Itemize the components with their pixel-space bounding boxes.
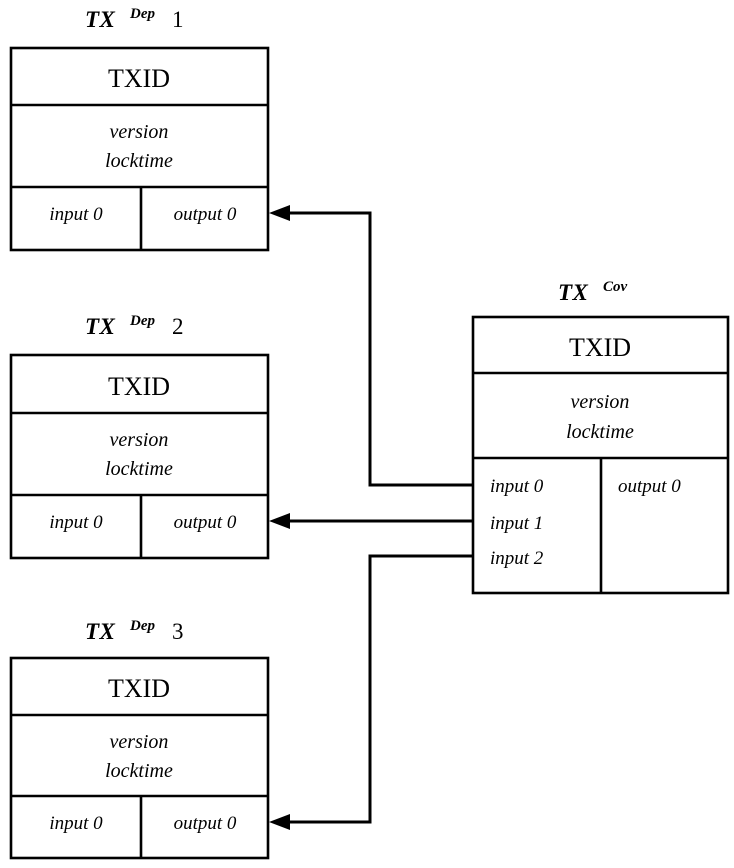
arrowhead-dep2 — [269, 513, 290, 529]
tx-dep-3-title-superscript: Dep — [129, 618, 155, 634]
tx-dep-2-version-label: version — [110, 429, 169, 451]
tx-cov-input-2-label: input 2 — [490, 548, 544, 569]
tx-cov-input-0-label: input 0 — [490, 476, 544, 497]
connector-path-3 — [282, 554, 473, 824]
tx-cov-version-label: version — [571, 391, 630, 413]
connector-cov-input2-to-dep3-output0 — [269, 554, 473, 830]
tx-dep-3-version-label: version — [110, 731, 169, 753]
tx-dep-2-title-base: TX — [85, 314, 116, 339]
tx-dep-1-locktime-label: locktime — [105, 150, 173, 172]
tx-dep-2-title-index: 2 — [172, 314, 184, 339]
connector-cov-input1-to-dep2-output0 — [269, 513, 473, 529]
tx-dep-2-group: TX Dep 2 TXID version locktime input 0 o… — [9, 313, 270, 560]
tx-dep-1-input-0-label: input 0 — [49, 204, 103, 225]
tx-dep-1-title-superscript: Dep — [129, 6, 155, 22]
tx-dep-3-input-0-label: input 0 — [49, 813, 103, 834]
tx-cov-title-base: TX — [558, 280, 589, 305]
connector-cov-input0-to-dep1-output0 — [269, 205, 473, 487]
tx-dep-2-input-0-label: input 0 — [49, 512, 103, 533]
tx-dep-3-locktime-label: locktime — [105, 760, 173, 782]
tx-dep-3-title-base: TX — [85, 619, 116, 644]
tx-dep-2-locktime-label: locktime — [105, 458, 173, 480]
tx-cov-txid-label: TXID — [569, 333, 631, 362]
tx-dep-1-version-label: version — [110, 121, 169, 143]
tx-cov-locktime-label: locktime — [566, 421, 634, 443]
tx-dep-2-output-0-label: output 0 — [174, 512, 237, 533]
tx-dep-1-output-0-label: output 0 — [174, 204, 237, 225]
tx-dep-1-title-index: 1 — [172, 7, 184, 32]
tx-dep-1-title-base: TX — [85, 7, 116, 32]
tx-dep-3-txid-label: TXID — [108, 674, 170, 703]
tx-cov-title-superscript: Cov — [603, 279, 628, 295]
tx-dep-3-title-index: 3 — [172, 619, 184, 644]
arrowhead-dep3 — [269, 814, 290, 830]
tx-dep-1-txid-label: TXID — [108, 64, 170, 93]
tx-cov-input-1-label: input 1 — [490, 513, 543, 534]
tx-dep-2-txid-label: TXID — [108, 372, 170, 401]
tx-dep-1-group: TX Dep 1 TXID version locktime input 0 o… — [9, 6, 270, 252]
connector-path-1 — [282, 211, 473, 487]
tx-cov-output-0-label: output 0 — [618, 476, 681, 497]
tx-cov-group: TX Cov TXID version locktime input 0 inp… — [471, 279, 730, 595]
arrowhead-dep1 — [269, 205, 290, 221]
tx-dep-3-output-0-label: output 0 — [174, 813, 237, 834]
tx-dep-3-box — [9, 656, 270, 860]
tx-dep-3-group: TX Dep 3 TXID version locktime input 0 o… — [9, 618, 270, 860]
tx-dep-2-title-superscript: Dep — [129, 313, 155, 329]
tx-dep-2-box — [9, 353, 270, 560]
tx-dep-1-box — [9, 46, 270, 252]
